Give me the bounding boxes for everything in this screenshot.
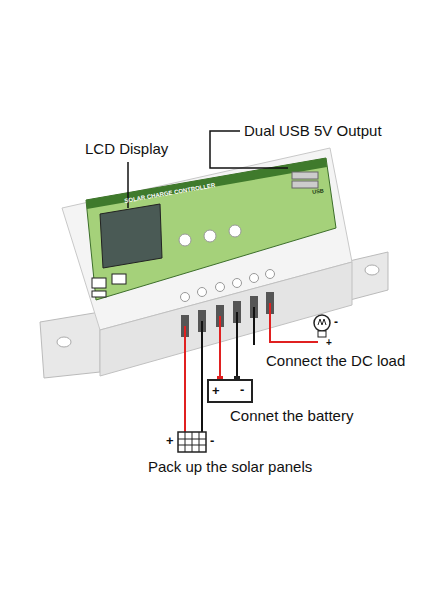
polarity-sign: + [326, 337, 332, 349]
device-print: SOLAR CHARGE CONTROLLER [124, 182, 216, 204]
screw-holes [181, 270, 275, 302]
callout-label: Pack up the solar panels [148, 458, 312, 476]
usb-port [292, 172, 318, 179]
screw-hole [233, 279, 242, 288]
polarity-sign: - [240, 382, 244, 398]
callout-label: Connet the battery [230, 407, 353, 425]
wire [236, 312, 238, 376]
button [229, 225, 241, 237]
bulb-base [318, 331, 326, 337]
solar-panel-symbol [178, 432, 206, 452]
wire [184, 326, 186, 432]
screw-hole [181, 293, 190, 302]
wire [253, 307, 255, 345]
polarity-sign: - [210, 433, 214, 449]
lcd-screen [100, 204, 162, 268]
callout-label: Dual USB 5V Output [244, 122, 382, 140]
bulb-filament [318, 319, 326, 325]
port-print: USB [312, 188, 324, 195]
callout-label: Connect the DC load [266, 352, 405, 370]
wire [201, 321, 203, 432]
left-flange [40, 312, 100, 378]
battery-symbol [208, 380, 252, 402]
label-band [86, 158, 327, 209]
button [179, 234, 191, 246]
screw-hole [198, 288, 207, 297]
status-icon [92, 278, 106, 288]
status-icon [92, 291, 106, 297]
polarity-sign: - [334, 315, 338, 329]
polarity-sign: + [212, 383, 220, 399]
usb-port [292, 181, 318, 188]
solar-panel-grid [178, 432, 206, 452]
wire [219, 316, 221, 376]
callout-label: LCD Display [85, 140, 168, 158]
status-icon [112, 274, 126, 284]
screw-hole [250, 274, 259, 283]
bulb-symbol [314, 315, 330, 331]
green-label [86, 158, 336, 300]
terminal-slots [181, 292, 274, 337]
screw-hole [216, 283, 225, 292]
polarity-sign: + [166, 433, 174, 449]
screw-hole [266, 270, 275, 279]
mount-hole [57, 337, 71, 347]
mount-hole [365, 265, 379, 275]
wire [270, 303, 318, 342]
button [204, 230, 216, 242]
